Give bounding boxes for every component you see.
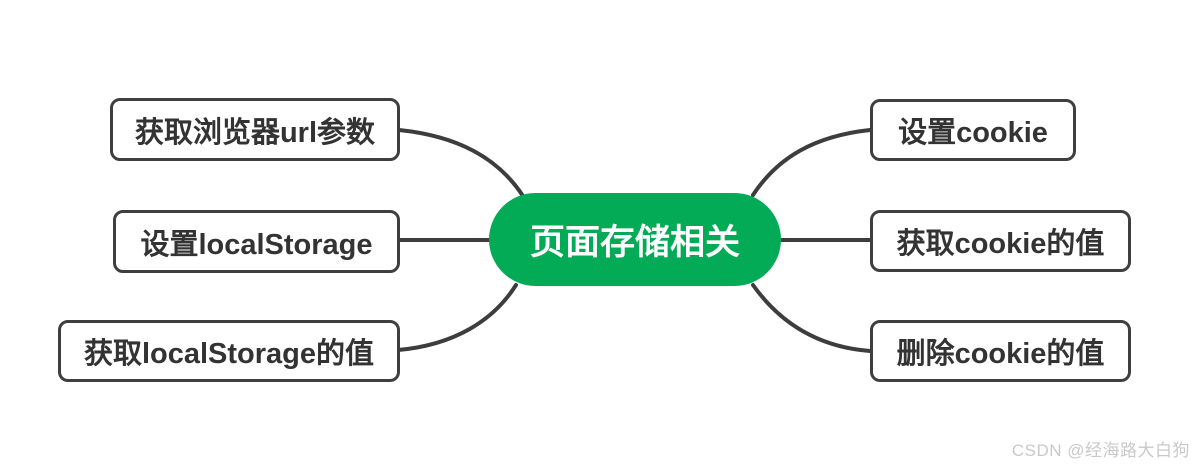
root-label: 页面存储相关 (529, 223, 740, 262)
node-label: 设置cookie (898, 117, 1048, 149)
node-set-cookie[interactable]: 设置cookie (870, 99, 1076, 161)
connector-right-top (751, 128, 872, 197)
node-root-page-storage[interactable]: 页面存储相关 (489, 193, 781, 286)
node-label: 删除cookie的值 (896, 338, 1105, 370)
connector-left-top (397, 128, 525, 198)
connector-right-bottom (751, 283, 872, 353)
connector-left-bottom (396, 283, 518, 352)
node-get-url-params[interactable]: 获取浏览器url参数 (110, 98, 400, 161)
node-label: 设置localStorage (140, 228, 373, 261)
node-label: 获取localStorage的值 (83, 338, 375, 370)
node-set-localstorage[interactable]: 设置localStorage (113, 210, 400, 273)
node-label: 获取cookie的值 (896, 228, 1105, 260)
node-delete-cookie-value[interactable]: 删除cookie的值 (870, 320, 1131, 382)
node-get-localstorage-value[interactable]: 获取localStorage的值 (58, 320, 400, 382)
node-label: 获取浏览器url参数 (134, 116, 376, 149)
csdn-watermark: CSDN @经海路大白狗 (1011, 441, 1190, 460)
node-get-cookie-value[interactable]: 获取cookie的值 (870, 210, 1131, 272)
